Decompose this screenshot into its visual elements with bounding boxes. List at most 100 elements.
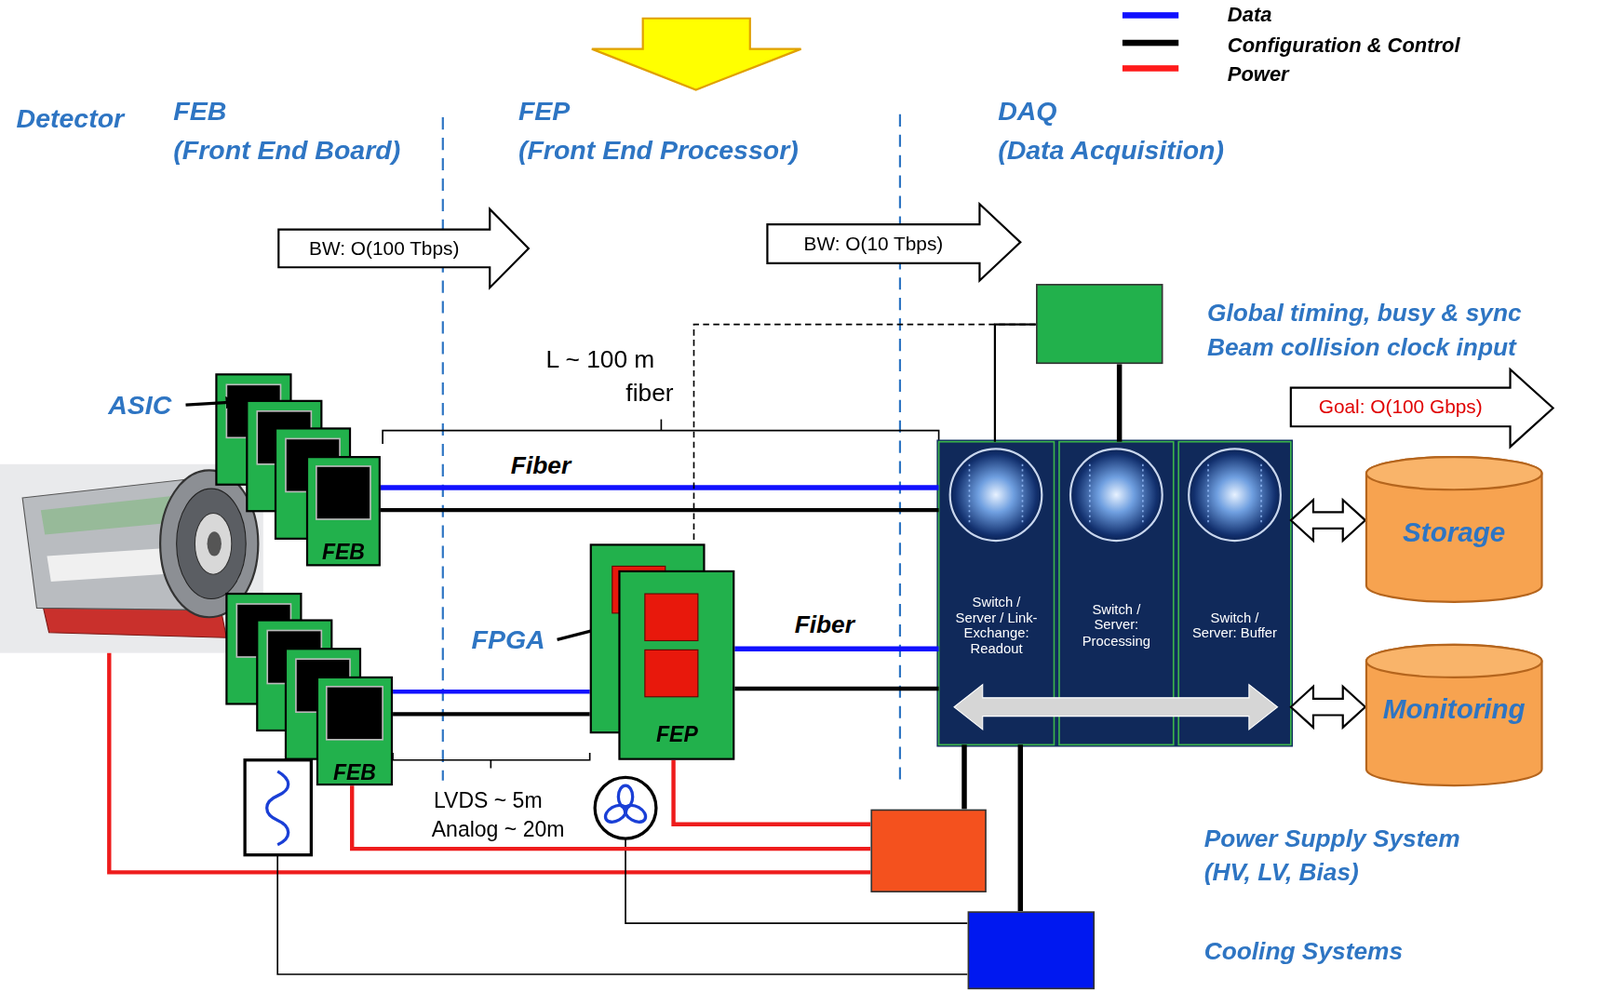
text-box: L ~ 100 m	[546, 345, 656, 374]
label: Power Supply System	[1204, 824, 1461, 853]
legend-swatch	[1122, 65, 1179, 72]
section-label: DAQ	[997, 95, 1057, 127]
legend-swatch	[1122, 40, 1179, 47]
timing-dashed-line	[693, 324, 1036, 545]
text-box: Beam collision clock input	[1207, 332, 1517, 361]
board-fill	[307, 457, 380, 565]
heat-exchanger-symbol	[267, 771, 289, 846]
text-box: ASIC	[107, 390, 172, 422]
text-box: FEB	[306, 539, 381, 565]
monitoring-cylinder: Monitoring	[1365, 645, 1544, 786]
daq-buffer-server: Switch / Server: Buffer	[1178, 442, 1291, 746]
label: Global timing, busy & sync	[1207, 298, 1522, 327]
storage-cylinder: Storage	[1365, 457, 1544, 603]
edge-label-box: Fiber	[506, 451, 575, 480]
text-box: FEP	[618, 721, 735, 749]
detector-illustration	[176, 488, 247, 599]
length-bracket	[382, 419, 939, 769]
detector-illustration	[0, 464, 264, 654]
label: (HV, LV, Bias)	[1204, 858, 1359, 887]
section-label: Detector	[16, 103, 125, 135]
cylinder-body	[1366, 457, 1543, 603]
label: BW: O(10 Tbps)	[804, 232, 944, 256]
text-box: (HV, LV, Bias)	[1204, 858, 1359, 887]
section-label: FEP	[518, 95, 570, 127]
detector-power-wire	[108, 653, 871, 874]
length-bracket	[382, 430, 939, 444]
timing-box-shape	[1035, 283, 1164, 365]
label: Switch / Server / Link-Exchange: Readout	[951, 594, 1043, 657]
timing-box: Global timing, busy & syncBeam collision…	[1035, 283, 1164, 365]
daq-panel	[936, 440, 1293, 748]
label: Beam collision clock input	[1207, 332, 1517, 361]
section-divider	[442, 117, 444, 781]
front-end-board: FEB	[306, 456, 381, 566]
pointer-arrow	[186, 402, 638, 640]
daq-panel	[1142, 464, 1144, 526]
text-box: Storage	[1365, 497, 1544, 570]
bandwidth-arrow: BW: O(100 Tbps)	[278, 209, 529, 288]
daq-readout-server: Switch / Server / Link-Exchange: Readout	[939, 442, 1055, 746]
dimension-label: LVDS ~ 5m	[433, 788, 543, 812]
heat-exchanger-symbol	[244, 760, 311, 856]
text-box: Analog ~ 20m	[431, 817, 565, 842]
control-line	[392, 712, 591, 716]
text-box: Power Supply System	[1204, 824, 1461, 853]
label: Switch / Server: Processing	[1071, 602, 1161, 649]
section-label: (Front End Processor)	[518, 134, 799, 166]
asic-chip	[316, 466, 371, 520]
text-box: Power	[1227, 62, 1290, 86]
part-label: ASIC	[107, 389, 172, 421]
cooling-box: Cooling Systems	[967, 911, 1095, 990]
control-line	[1018, 744, 1023, 912]
dimension-label: L ~ 100 m	[546, 345, 656, 374]
text-box: Cooling Systems	[1204, 936, 1403, 965]
detector-illustration	[0, 464, 264, 654]
arrow-outline	[1290, 369, 1554, 447]
label: Goal: O(100 Gbps)	[1318, 395, 1483, 418]
fpga-chip	[645, 649, 699, 697]
daq-panel	[1188, 448, 1281, 541]
text-box: (Front End Board)	[173, 135, 401, 167]
cylinder-top	[1366, 645, 1543, 678]
daq-processing-server: Switch / Server: Processing	[1059, 442, 1174, 746]
text-box: Switch / Server: Processing	[1071, 569, 1161, 683]
storage-arrow	[1290, 499, 1366, 541]
length-bracket	[660, 419, 663, 431]
monitoring-arrow	[1290, 686, 1366, 728]
edge-label-box: Fiber	[790, 610, 859, 639]
daq-panel	[950, 448, 1043, 541]
legend-text: Power	[1227, 62, 1290, 85]
text-box: FPGA	[470, 625, 545, 657]
text-box: FEB	[316, 759, 393, 787]
fan-symbol	[602, 802, 630, 826]
fan-symbol	[602, 785, 648, 826]
dimension-label: fiber	[625, 378, 673, 407]
power-line	[673, 760, 872, 825]
fan-symbol	[622, 805, 630, 812]
cooling-wire	[277, 838, 968, 975]
cylinder-top	[1366, 457, 1543, 490]
board-fill	[618, 571, 734, 760]
daq-panel	[968, 464, 1262, 526]
heat-exchanger-symbol	[244, 760, 311, 856]
asic-chip	[326, 686, 383, 740]
text-box: Global timing, busy & sync	[1207, 298, 1522, 327]
text-box: Switch / Server: Buffer	[1189, 569, 1279, 683]
section-label: (Data Acquisition)	[997, 134, 1224, 166]
edge-label: Fiber	[506, 451, 575, 480]
label: Cooling Systems	[1204, 936, 1403, 965]
arrow-outline	[278, 209, 529, 288]
legend-swatch	[1122, 12, 1179, 19]
board-fill	[317, 677, 392, 785]
label: FEB	[333, 760, 377, 785]
detector-illustration	[207, 531, 222, 556]
section-label: (Front End Board)	[173, 134, 401, 166]
section-divider	[899, 114, 901, 786]
legend-text: Data	[1227, 2, 1273, 26]
text-box: FEP	[518, 96, 570, 128]
cooling-wire	[277, 855, 968, 975]
label: Monitoring	[1383, 694, 1526, 727]
daq-panel	[1070, 448, 1163, 541]
text-box: BW: O(100 Tbps)	[278, 229, 490, 269]
